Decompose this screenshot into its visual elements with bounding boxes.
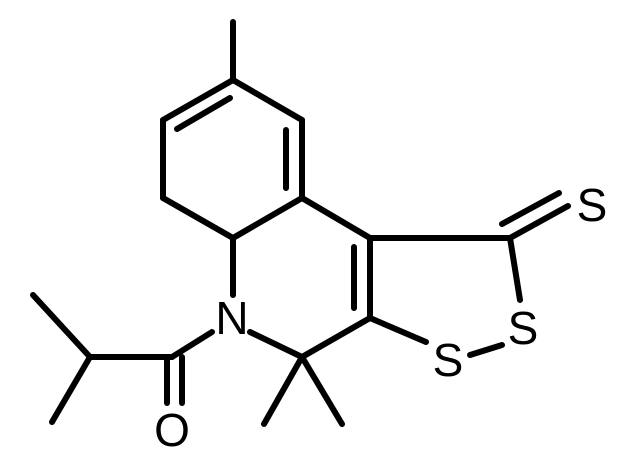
bond-thione-outer	[507, 203, 571, 241]
atom-nitrogen-label: N	[215, 292, 248, 344]
bond-ch-methyl-bottom	[49, 354, 93, 425]
bond-benzene-top-left-inner	[174, 95, 233, 132]
bond-benzene-bottom-left	[160, 195, 236, 241]
bond-benzene-top-right	[230, 77, 305, 123]
bond-gem-methyl-right	[299, 354, 345, 427]
benzene-ring	[160, 77, 305, 241]
bond-s-lower-c3	[367, 315, 429, 345]
dihydropyridine-ring	[230, 195, 373, 360]
isobutyryl-group	[30, 292, 215, 425]
bond-n-carbonyl	[169, 329, 215, 360]
bond-c4a-c4	[299, 195, 373, 241]
bond-benzene-bottom-right	[230, 195, 305, 241]
atom-ring-sulfur-lower-label: S	[433, 334, 464, 386]
bond-ch-methyl-top	[30, 292, 93, 360]
bond-benzene-top-left	[160, 77, 236, 123]
dithiolethione-ring	[367, 235, 523, 358]
bond-c2-n	[247, 329, 305, 360]
atom-thione-sulfur-label: S	[577, 179, 608, 231]
bond-gem-methyl-left	[261, 354, 305, 427]
atom-oxygen-label: O	[154, 404, 190, 456]
bond-c3-c2	[299, 315, 373, 360]
atom-ring-sulfur-upper-label: S	[508, 302, 539, 354]
bond-thione-inner	[499, 190, 562, 227]
bond-s-s	[467, 342, 505, 358]
bond-c1-s-upper	[507, 235, 523, 303]
